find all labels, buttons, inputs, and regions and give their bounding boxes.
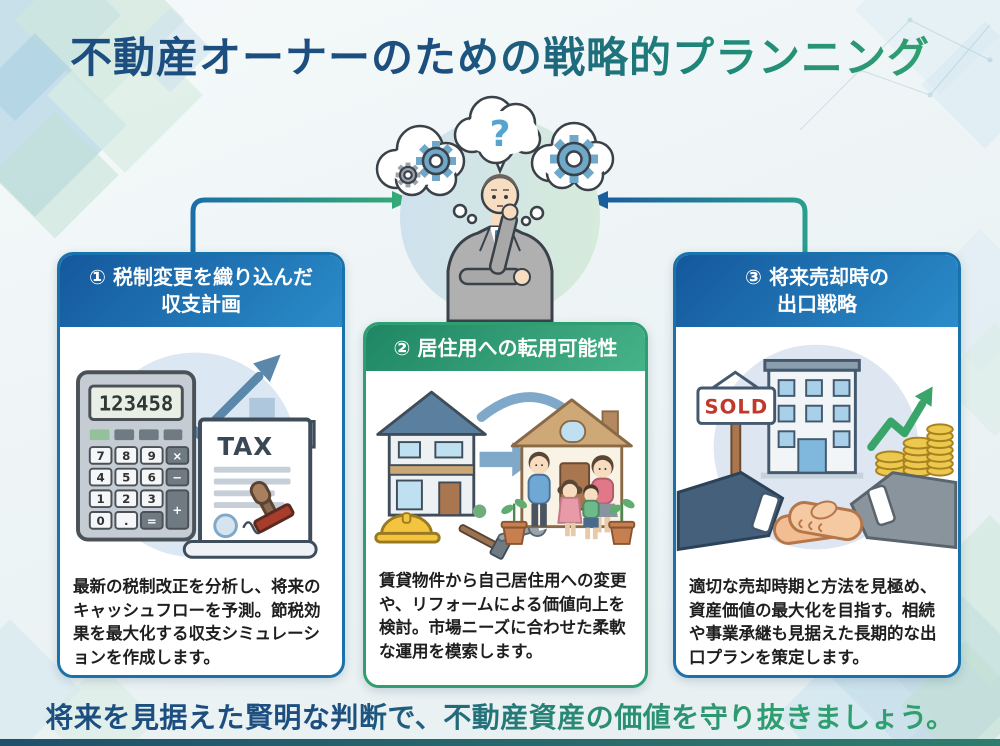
growth-arrow-icon: [867, 386, 933, 451]
svg-text:=: =: [147, 514, 157, 528]
svg-text:6: 6: [148, 470, 156, 484]
svg-text:5: 5: [122, 470, 130, 484]
card-title-line: ③ 将来売却時の: [745, 265, 889, 289]
card-header: ③ 将来売却時の 出口戦略: [676, 255, 958, 327]
rental-house-icon: [376, 390, 487, 518]
potted-plant-icon: [608, 498, 636, 545]
thinking-person-illustration: ?: [375, 95, 615, 323]
house-conversion-illustration: [366, 371, 645, 567]
thought-bubble-question: ?: [453, 95, 542, 175]
daughter: [557, 479, 583, 537]
person-icon: [446, 174, 554, 323]
stamp-icon: [249, 480, 295, 534]
sold-sign-icon: SOLD: [696, 370, 777, 476]
card-description: 適切な売却時期と方法を見極め、資産価値の最大化を目指す。相続や事業承継も見据えた…: [689, 577, 937, 667]
svg-text:.: .: [124, 514, 128, 528]
potted-plant-icon: [500, 498, 528, 545]
bottom-accent-bar: [0, 739, 1000, 746]
hardhat-icon: [374, 512, 441, 544]
gear-icon: [395, 162, 421, 188]
svg-text:7: 7: [97, 449, 105, 463]
calculator-tax-illustration: 1 2 3 4 5 8: [60, 327, 342, 573]
svg-text:2: 2: [122, 492, 130, 506]
card-description: 最新の税制改正を分析し、将来のキャッシュフローを予測。節税効果を最大化する収支シ…: [73, 577, 321, 667]
card-exit-strategy: ③ 将来売却時の 出口戦略: [673, 252, 961, 678]
thought-bubble-gear: [530, 121, 615, 192]
page-title: 不動産オーナーのための戦略的プランニング: [0, 24, 1000, 85]
thought-bubble-gears: [375, 124, 466, 197]
card-title-line: 収支計画: [161, 292, 241, 316]
card-title-line: 出口戦略: [777, 292, 857, 316]
svg-text:3: 3: [148, 492, 156, 506]
son: [582, 484, 600, 540]
svg-text:8: 8: [122, 449, 130, 463]
svg-text:9: 9: [148, 449, 156, 463]
network-pattern: [799, 17, 993, 131]
svg-text:+: +: [172, 503, 182, 517]
thought-dots: [452, 203, 545, 227]
card-residential-conversion: ② 居住用への転用可能性: [363, 322, 648, 688]
question-mark: ?: [490, 114, 511, 155]
building-icon: [760, 358, 864, 479]
handshake-sold-illustration: SOLD: [676, 327, 958, 573]
calculator-display: 123458: [99, 392, 174, 416]
sold-label: SOLD: [704, 396, 768, 419]
svg-text:1: 1: [97, 492, 105, 506]
coins-icon: [875, 423, 954, 478]
calculator-icon: 1 2 3 4 5 8: [76, 370, 197, 542]
card-title-line: ① 税制変更を織り込んだ: [89, 265, 313, 289]
footer-message: 将来を見据えた賢明な判断で、不動産資産の価値を守り抜きましょう。: [0, 696, 1000, 736]
family-icon: [527, 451, 618, 540]
card-title-line: ② 居住用への転用可能性: [393, 335, 618, 360]
svg-text:4: 4: [97, 470, 105, 484]
handshake-icon: [676, 471, 958, 552]
card-tax-plan: ① 税制変更を織り込んだ 収支計画 1 2 3 4 5 8: [57, 252, 345, 678]
gear-icon: [416, 141, 456, 181]
card-header: ① 税制変更を織り込んだ 収支計画: [60, 255, 342, 327]
tax-label: TAX: [217, 432, 273, 461]
card-header: ② 居住用への転用可能性: [366, 325, 645, 371]
card-description: 賃貸物件から自己居住用への変更や、リフォームによる価値向上を検討。市場ニーズに合…: [379, 571, 627, 661]
gear-icon: [550, 135, 598, 183]
father: [527, 451, 551, 527]
svg-text:−: −: [172, 470, 182, 484]
svg-text:×: ×: [172, 449, 182, 463]
svg-text:0: 0: [97, 514, 105, 528]
